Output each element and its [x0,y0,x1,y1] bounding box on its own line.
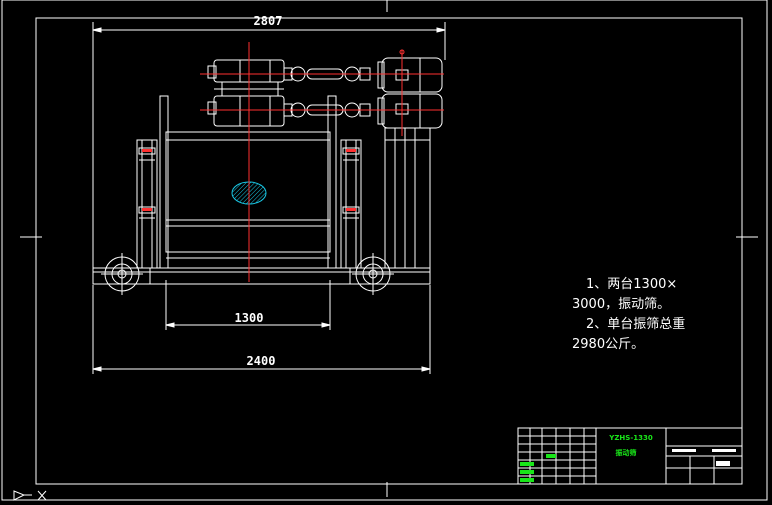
right-spring-column [340,139,362,269]
drawing-code: YZHS-1330 [608,434,653,442]
screen-box [159,95,337,269]
drawing-name: 振动筛 [616,448,637,457]
dimension-screen [165,280,331,330]
title-block-fills [672,449,736,466]
dimension-overall-label: 2807 [254,14,283,28]
centerlines [200,42,444,282]
left-spring-column [136,139,158,269]
dimension-base [92,285,431,374]
motor-support [384,127,431,269]
right-wheel [352,253,394,295]
title-block [517,427,743,485]
motors [377,57,443,129]
left-wheel [101,253,143,295]
dimension-screen-label: 1300 [235,311,264,325]
note-line-2: 3000，振动筛。 [572,297,671,312]
note-line-4: 2980公斤。 [572,337,645,352]
note-line-1: 1、两台1300× [586,277,678,292]
dimension-base-label: 2400 [247,354,276,368]
vibrator-cylinders [207,59,285,127]
technical-notes: 1、两台1300× 3000，振动筛。 2、单台振筛总重 2980公斤。 [572,275,742,355]
orientation-marker [13,490,47,501]
note-line-3: 2、单台振筛总重 [586,317,686,332]
dimension-overall [92,22,446,270]
spring-seat-marks [142,149,356,211]
base-frame [92,267,431,285]
title-block-green-cells [520,454,556,482]
